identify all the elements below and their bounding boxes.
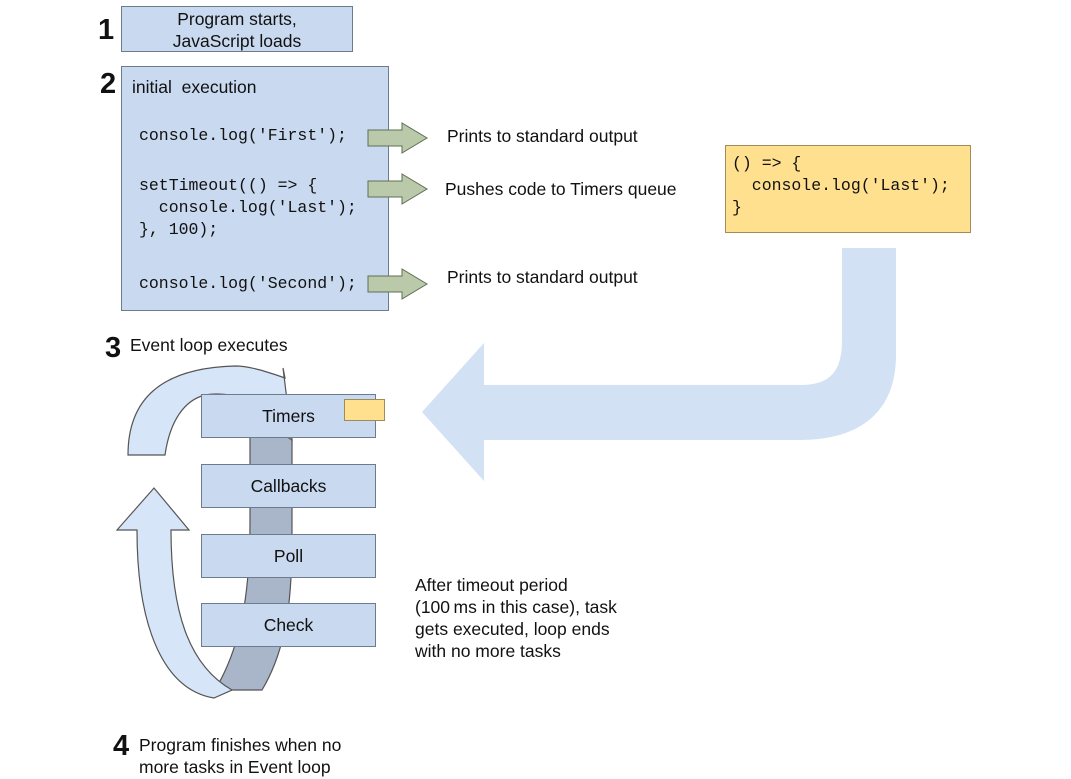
note-line-2: (100 ms in this case), task <box>415 597 617 617</box>
timer-callback-code: () => { console.log('Last'); } <box>732 154 950 217</box>
step-3-title: Event loop executes <box>130 335 288 355</box>
note-line-4: with no more tasks <box>415 641 561 661</box>
step-1-line-1: Program starts, <box>177 9 297 29</box>
phase-timers-label: Timers <box>262 405 315 426</box>
note-line-1: After timeout period <box>415 575 568 595</box>
step-3-number: 3 <box>105 332 122 364</box>
phase-check-label: Check <box>263 614 314 635</box>
phase-callbacks: Callbacks <box>201 464 376 508</box>
loop-left-arrow <box>115 487 234 699</box>
step-1-box: Program starts, JavaScript loads <box>121 6 353 52</box>
step-4-text: Program finishes when no more tasks in E… <box>139 734 341 778</box>
step-1-number: 1 <box>98 14 115 46</box>
code-set-timeout: setTimeout(() => { console.log('Last'); … <box>139 176 357 239</box>
step-4-line-2: more tasks in Event loop <box>139 757 331 777</box>
phase-poll: Poll <box>201 534 376 578</box>
output-second-label: Prints to standard output <box>447 267 638 287</box>
loop-top-arrow <box>127 365 293 456</box>
initial-execution-box: initial execution console.log('First'); … <box>121 66 389 311</box>
output-timeout-label: Pushes code to Timers queue <box>445 179 677 199</box>
queued-timer-task <box>344 399 385 421</box>
return-arrow <box>422 248 896 481</box>
step-1-line-2: JavaScript loads <box>172 30 302 51</box>
phase-callbacks-label: Callbacks <box>250 475 327 496</box>
code-log-second: console.log('Second'); <box>139 274 357 293</box>
phase-poll-label: Poll <box>273 545 304 566</box>
code-log-first: console.log('First'); <box>139 126 347 145</box>
timeout-note: After timeout period (100 ms in this cas… <box>415 574 617 662</box>
step-4-number: 4 <box>113 730 130 762</box>
output-first-label: Prints to standard output <box>447 126 638 146</box>
phase-check: Check <box>201 603 376 647</box>
timer-callback-box: () => { console.log('Last'); } <box>725 145 971 233</box>
step-2-number: 2 <box>100 68 117 100</box>
step-4-line-1: Program finishes when no <box>139 735 342 755</box>
initial-execution-title: initial execution <box>132 77 257 97</box>
note-line-3: gets executed, loop ends <box>415 619 610 639</box>
